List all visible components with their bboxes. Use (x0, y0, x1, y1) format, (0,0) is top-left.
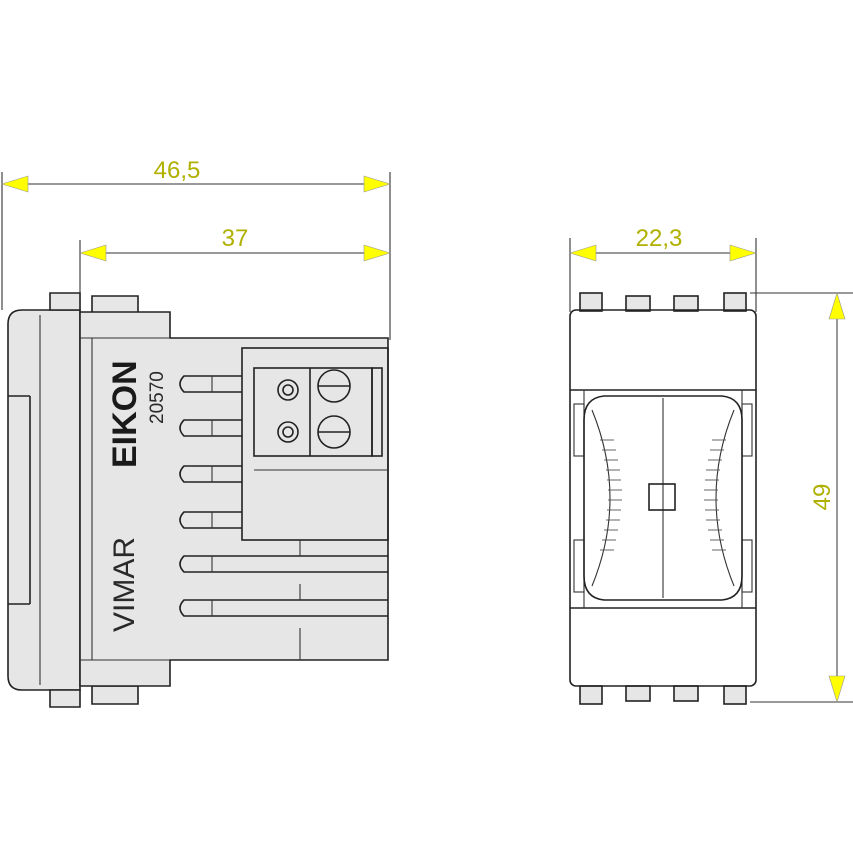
brand-text: EIKON (106, 360, 144, 468)
sensor-lens (583, 395, 743, 601)
dimension-height: 49 (750, 291, 853, 704)
dimension-label-overall-depth: 46,5 (154, 157, 201, 184)
dimension-width: 22,3 (568, 225, 758, 312)
terminal-block (241, 347, 389, 541)
manufacturer-text: VIMAR (108, 537, 141, 632)
dimension-overall-depth: 46,5 (0, 157, 392, 340)
front-view (569, 292, 757, 705)
front-cover (7, 309, 81, 691)
side-view: EIKON 20570 VIMAR (7, 292, 389, 708)
dimension-label-body-depth: 37 (222, 225, 249, 252)
vent-slots (179, 375, 388, 660)
top-clip (49, 292, 81, 311)
lens-ribs (600, 439, 726, 551)
dimension-body-depth: 37 (78, 225, 392, 310)
dimension-label-width: 22,3 (636, 225, 683, 252)
main-body (79, 311, 389, 687)
sensor-window (648, 483, 676, 511)
dimension-label-height: 49 (809, 484, 836, 511)
front-frame (569, 309, 757, 687)
product-code-text: 20570 (147, 371, 168, 424)
bottom-clip (49, 689, 81, 708)
